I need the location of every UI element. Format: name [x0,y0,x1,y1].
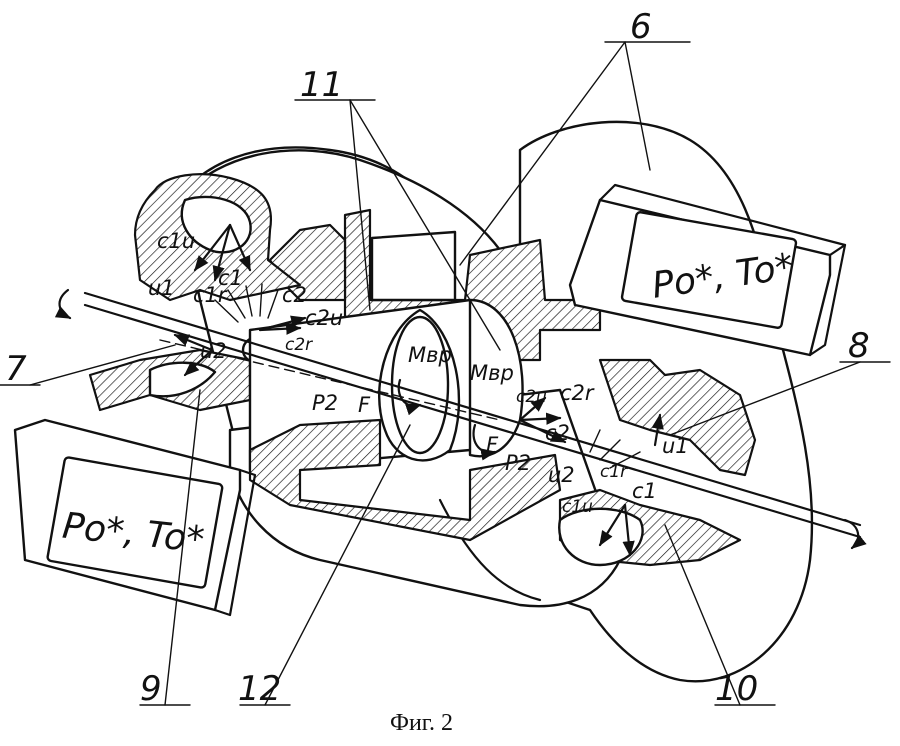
sym-left-c1r: c1r [193,283,228,307]
sym-left-u1: u1 [148,276,175,300]
left-inlet-box: Po*, To* [13,418,257,617]
right-rotation-arrow [843,518,867,550]
left-scroll-cavity [180,195,252,254]
sym-right-F: F [486,433,499,457]
left-box-side [213,468,257,617]
left-box-window [46,456,224,589]
sym-right-c2u: c2u [516,387,547,407]
figure-caption: Фиг. 2 [390,710,453,736]
sym-right-c1: c1 [632,479,657,503]
shaft-line-top [83,291,862,527]
sym-left-P2: P2 [312,391,338,415]
right-inlet-box: Po*, To* [568,183,847,357]
lower-shell-section [248,418,562,542]
right-box-top [598,183,847,257]
sym-left-F: F [358,393,371,417]
rotor [83,291,862,542]
leader-lines [0,41,891,706]
right-box-side [808,243,847,357]
sym-left-Mvr: Mвр [408,343,452,367]
left-rotation-arrow [54,288,72,320]
right-blades [589,429,641,469]
sym-left-c1: c1 [218,266,243,290]
ref-numeral-9: 9 [140,669,162,709]
upper-shell-window [370,230,457,302]
left-blades [214,283,279,323]
sym-left-c2: c2 [282,283,307,307]
sym-left-c2u: c2u [305,306,343,330]
sym-right-c1r: c1r [600,462,628,482]
velocity-vectors [173,223,664,557]
sym-left-u2: u2 [200,339,227,363]
sym-left-c2r: c2r [285,335,313,355]
sym-right-c1u: c1u [562,497,593,517]
shaft-line-bottom [83,303,862,539]
ref-numeral-12: 12 [238,669,281,709]
right-scroll-section [598,358,757,477]
ref-numeral-11: 11 [300,65,343,105]
right-box-window [620,211,798,329]
ref-numeral-10: 10 [715,669,758,709]
sym-right-c2r: c2r [560,381,595,405]
sym-right-P2: P2 [505,451,531,475]
ref-numeral-6: 6 [630,7,652,47]
ref-numeral-7: 7 [5,349,27,389]
sym-right-c2: c2 [545,421,570,445]
sym-left-c1u: c1u [157,229,195,253]
rotor-disc-face [390,315,450,455]
ref-numeral-8: 8 [848,326,870,366]
left-wheel [88,173,302,412]
sym-right-u1: u1 [662,434,689,458]
sym-right-u2: u2 [548,463,575,487]
sym-right-Mvr: Mвр [470,361,514,385]
shaft-axis [159,339,501,421]
